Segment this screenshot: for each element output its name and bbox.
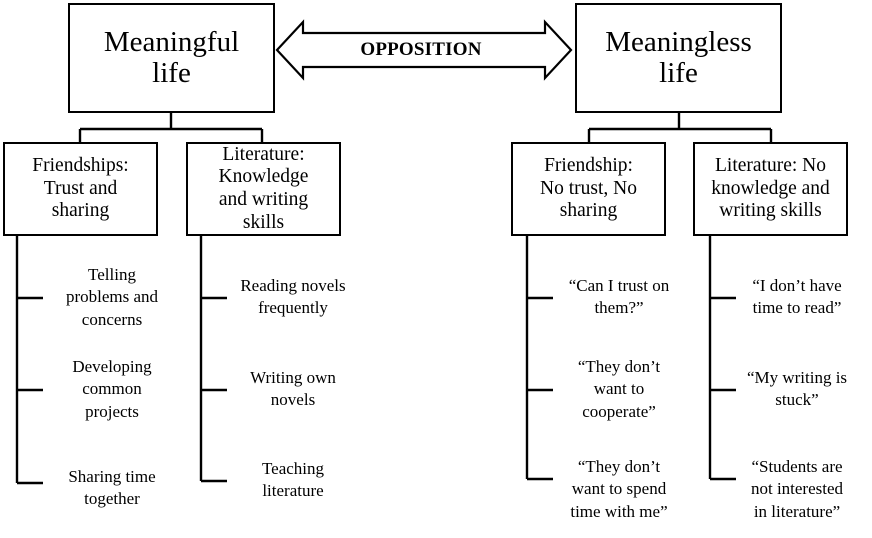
leaf-item[interactable]: Sharing time together <box>68 467 156 509</box>
category-box-left-friendships[interactable]: Friendships: Trust and sharing <box>3 142 158 236</box>
category-box-right-literature[interactable]: Literature: No knowledge and writing ski… <box>693 142 848 236</box>
category-label: Friendships: Trust and sharing <box>32 155 129 222</box>
category-label: Literature: Knowledge and writing skills <box>218 143 309 233</box>
category-label: Literature: No knowledge and writing ski… <box>711 155 830 222</box>
leaf-item[interactable]: Developing common projects <box>72 357 152 421</box>
relation-label-opposition: OPPOSITION <box>360 39 482 60</box>
root-label-left: Meaningful life <box>103 25 240 89</box>
leaf-item[interactable]: “I don’t have time to read” <box>752 276 842 318</box>
root-box-meaningful-life[interactable]: Meaningful life <box>68 3 275 113</box>
category-label: Friendship: No trust, No sharing <box>540 155 637 222</box>
leaf-item[interactable]: “Can I trust on them?” <box>568 276 670 318</box>
root-box-meaningless-life[interactable]: Meaningless life <box>575 3 782 113</box>
leaf-item[interactable]: “They don’t want to spend time with me” <box>570 457 668 521</box>
category-box-right-friendship[interactable]: Friendship: No trust, No sharing <box>511 142 666 236</box>
double-headed-arrow-icon <box>275 19 573 81</box>
root-label-right: Meaningless life <box>605 25 752 89</box>
leaf-item[interactable]: “They don’t want to cooperate” <box>577 357 661 421</box>
leaf-item[interactable]: Teaching literature <box>261 459 325 501</box>
leaf-item[interactable]: Reading novels frequently <box>240 276 346 318</box>
leaf-item[interactable]: Telling problems and concerns <box>65 265 159 329</box>
leaf-item[interactable]: “My writing is stuck” <box>746 368 848 410</box>
leaf-item[interactable]: Writing own novels <box>250 368 336 410</box>
leaf-item[interactable]: “Students are not interested in literatu… <box>750 457 844 521</box>
category-box-left-literature[interactable]: Literature: Knowledge and writing skills <box>186 142 341 236</box>
